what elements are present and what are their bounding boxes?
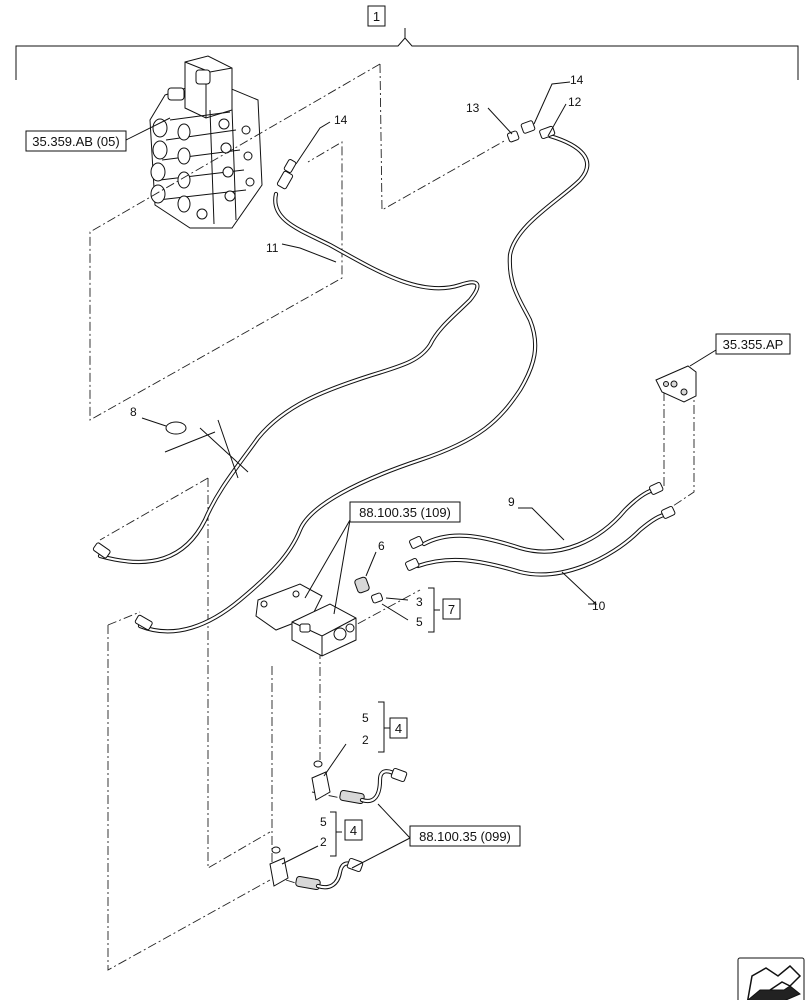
callout-kit-1[interactable]: 1 xyxy=(367,5,386,27)
item-14-left[interactable]: 14 xyxy=(334,113,348,127)
leader-3 xyxy=(385,597,409,601)
ref-label-valve[interactable]: 35.359.AB (05) xyxy=(25,130,127,152)
break-lines xyxy=(164,419,249,479)
bracket-kit-7 xyxy=(428,587,440,633)
leader-bracket-ref xyxy=(689,349,717,367)
item-5-lower[interactable]: 5 xyxy=(320,815,327,829)
leaders-ref-109 xyxy=(304,519,351,615)
svg-text:7: 7 xyxy=(448,602,455,617)
hose-10 xyxy=(415,511,671,577)
leader-6 xyxy=(365,551,377,577)
item-5-upper[interactable]: 5 xyxy=(362,711,369,725)
hose-12-fittings xyxy=(134,120,556,631)
ref-label-109[interactable]: 88.100.35 (109) xyxy=(349,501,461,523)
hose-9-10-fittings xyxy=(405,481,676,571)
leader-8 xyxy=(141,417,167,427)
svg-text:88.100.35 (109): 88.100.35 (109) xyxy=(359,505,451,520)
arrow-next-icon[interactable] xyxy=(737,957,805,1000)
svg-text:4: 4 xyxy=(350,823,357,838)
leader-2-upper xyxy=(323,743,347,777)
kit-bracket xyxy=(15,28,799,80)
callout-kit-4-lower[interactable]: 4 xyxy=(344,819,363,841)
svg-text:1: 1 xyxy=(373,9,380,24)
leader-2-lower xyxy=(281,845,319,865)
leaders-misc xyxy=(281,81,598,605)
bracket-kit-4-upper xyxy=(378,701,390,753)
leaders-ref-099 xyxy=(351,803,411,869)
o-ring-8 xyxy=(165,421,187,435)
item-14-right[interactable]: 14 xyxy=(570,73,584,87)
ref-label-bracket[interactable]: 35.355.AP xyxy=(715,333,791,355)
item-9[interactable]: 9 xyxy=(508,495,515,509)
bracket-kit-4-lower xyxy=(330,811,342,857)
leader-5 xyxy=(381,603,409,621)
hose-12 xyxy=(137,133,590,634)
upper-sensor-assembly xyxy=(311,760,408,805)
callout-kit-7[interactable]: 7 xyxy=(442,598,461,620)
selector-valve xyxy=(291,603,357,657)
item-13[interactable]: 13 xyxy=(466,101,480,115)
callout-kit-4-upper[interactable]: 4 xyxy=(389,717,408,739)
lower-sensor-assembly xyxy=(269,846,364,891)
hose-11 xyxy=(97,191,480,565)
item-12[interactable]: 12 xyxy=(568,95,582,109)
svg-text:35.359.AB (05): 35.359.AB (05) xyxy=(32,134,119,149)
item-numbers: 14 11 13 14 12 8 9 6 3 5 10 5 2 5 2 xyxy=(130,73,606,849)
item-6[interactable]: 6 xyxy=(378,539,385,553)
leader-valve-ref xyxy=(125,117,171,141)
fitting-6 xyxy=(354,576,370,594)
svg-text:4: 4 xyxy=(395,721,402,736)
right-bracket xyxy=(655,365,697,403)
hose-9 xyxy=(421,487,658,554)
item-2-upper[interactable]: 2 xyxy=(362,733,369,747)
item-5-group7[interactable]: 5 xyxy=(416,615,423,629)
fitting-3-5 xyxy=(370,592,384,604)
item-2-lower[interactable]: 2 xyxy=(320,835,327,849)
ref-label-099[interactable]: 88.100.35 (099) xyxy=(409,825,521,847)
item-8[interactable]: 8 xyxy=(130,405,137,419)
svg-text:88.100.35 (099): 88.100.35 (099) xyxy=(419,829,511,844)
hose-11-fittings xyxy=(92,159,297,559)
item-10[interactable]: 10 xyxy=(592,599,606,613)
svg-text:35.355.AP: 35.355.AP xyxy=(723,337,784,352)
item-3[interactable]: 3 xyxy=(416,595,423,609)
control-valve-block xyxy=(149,55,263,229)
item-11[interactable]: 11 xyxy=(266,241,279,255)
